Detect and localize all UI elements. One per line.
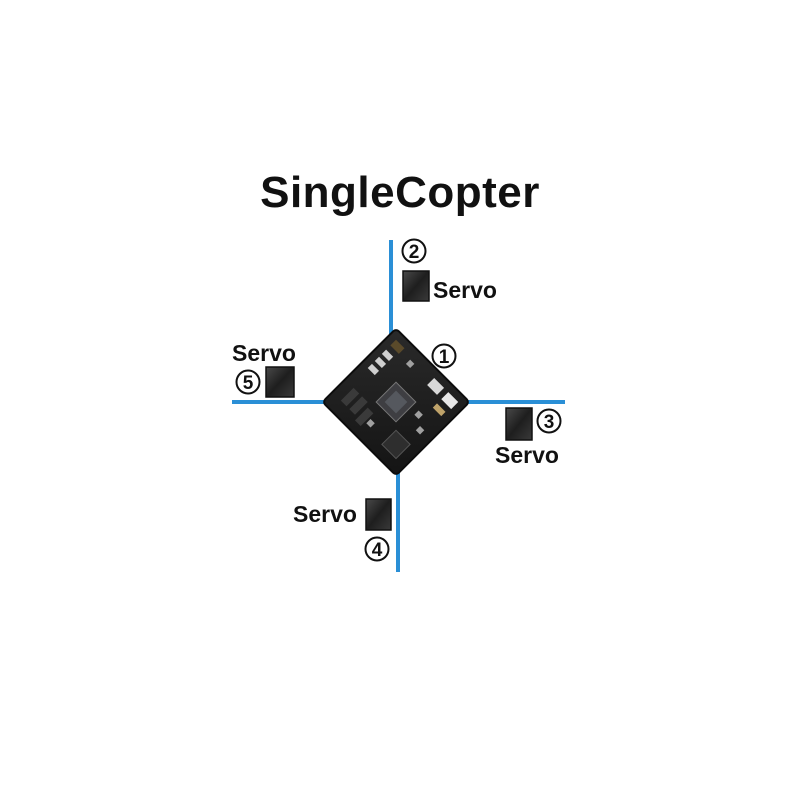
servo-5-label: Servo — [232, 340, 296, 366]
servo-3-label: Servo — [495, 442, 559, 468]
arms — [232, 240, 565, 572]
servo-5-number: 5 — [243, 373, 254, 394]
diagram-title: SingleCopter — [260, 168, 540, 217]
servo-4-box-icon — [365, 498, 392, 531]
servo-4-number: 4 — [372, 540, 383, 561]
controller-number: 1 — [439, 347, 450, 368]
servo-3-box-icon — [505, 407, 533, 441]
flight-controller-board-icon — [323, 329, 469, 475]
servo-5: Servo 5 — [232, 340, 296, 398]
servo-3: 3 Servo — [495, 407, 562, 468]
servo-2-number: 2 — [409, 242, 420, 263]
servo-4-label: Servo — [293, 501, 357, 527]
servo-2: 2 Servo — [401, 238, 497, 303]
servo-4: Servo 4 — [293, 498, 392, 562]
servo-2-label: Servo — [433, 277, 497, 303]
controller-number-badge: 1 — [431, 343, 457, 369]
servo-5-box-icon — [265, 366, 295, 398]
servo-2-box-icon — [402, 270, 430, 302]
servo-3-number: 3 — [544, 412, 555, 433]
